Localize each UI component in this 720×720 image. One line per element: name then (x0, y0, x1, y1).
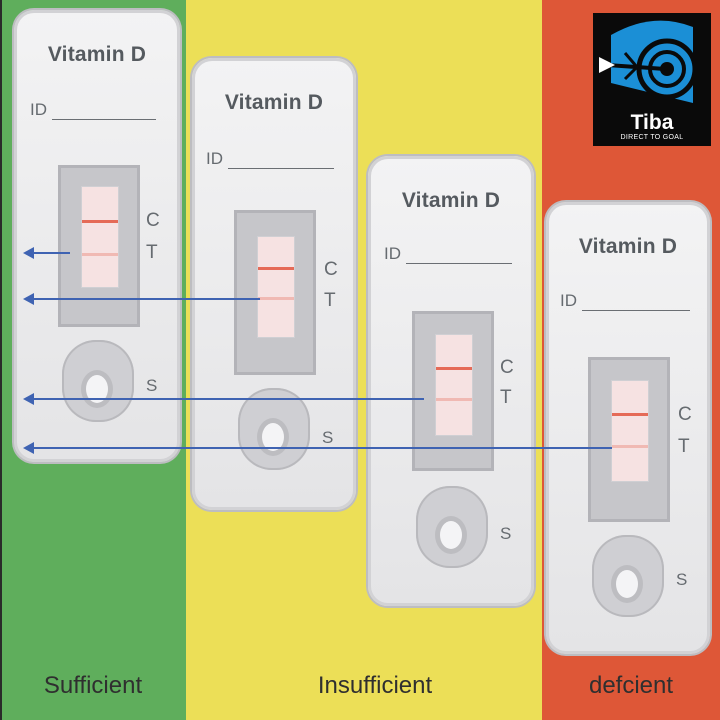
result-window (234, 210, 316, 375)
id-label: ID (560, 291, 577, 310)
test-line (82, 253, 118, 256)
id-line (406, 263, 512, 264)
test-cassette-2: Vitamin D ID C T S (192, 58, 356, 510)
c-label: C (146, 210, 160, 231)
label-sufficient: Sufficient (43, 672, 143, 699)
sample-well (238, 388, 310, 470)
logo-tagline: DIRECT TO GOAL (620, 134, 684, 141)
result-window (412, 311, 494, 471)
control-line (436, 367, 472, 370)
sample-well (62, 340, 134, 422)
test-cassette-1: Vitamin D ID C T S (14, 10, 180, 462)
t-label: T (146, 242, 158, 263)
cassette-title: Vitamin D (47, 43, 147, 66)
t-label: T (500, 387, 512, 408)
test-strip (258, 237, 294, 337)
sample-hole (86, 375, 108, 403)
arrow-head-icon (23, 442, 34, 454)
test-strip (612, 381, 648, 481)
left-edge-line (0, 0, 2, 720)
test-line (612, 445, 648, 448)
s-label: S (322, 428, 334, 447)
sample-hole (440, 521, 462, 549)
result-window (588, 357, 670, 522)
test-line-arrow-1 (23, 247, 70, 259)
id-line (582, 310, 690, 311)
label-deficient: defcient (588, 672, 674, 699)
cassette-title: Vitamin D (401, 189, 501, 212)
arrow-head-icon (23, 247, 34, 259)
test-cassette-3: Vitamin D ID C T S (368, 156, 534, 606)
s-label: S (500, 524, 512, 543)
cassette-title: Vitamin D (578, 235, 678, 258)
t-label: T (678, 436, 690, 457)
test-cassette-4: Vitamin D ID C T S (546, 202, 710, 654)
test-line-arrow-2 (23, 293, 260, 305)
t-label: T (324, 290, 336, 311)
test-line-arrow-3 (23, 393, 424, 405)
target-arrow-icon (599, 20, 698, 103)
result-window (58, 165, 140, 327)
c-label: C (678, 404, 692, 425)
s-label: S (146, 376, 158, 395)
id-label: ID (30, 100, 47, 119)
cassette-title: Vitamin D (224, 91, 324, 114)
id-line (52, 119, 156, 120)
c-label: C (324, 259, 338, 280)
c-label: C (500, 357, 514, 378)
logo-brand: Tiba (630, 111, 674, 134)
label-insufficient: Insufficient (317, 672, 433, 699)
sample-hole (262, 423, 284, 451)
s-label: S (676, 570, 688, 589)
arrow-head-icon (23, 393, 34, 405)
id-label: ID (384, 244, 401, 263)
tiba-logo: Tiba DIRECT TO GOAL (593, 13, 711, 146)
test-line (436, 398, 472, 401)
test-strip (82, 187, 118, 287)
sample-hole (616, 570, 638, 598)
id-label: ID (206, 149, 223, 168)
control-line (82, 220, 118, 223)
id-line (228, 168, 334, 169)
sample-well (416, 486, 488, 568)
sample-well (592, 535, 664, 617)
arrow-head-icon (23, 293, 34, 305)
test-line-arrow-4 (23, 442, 612, 454)
test-strip (436, 335, 472, 435)
control-line (258, 267, 294, 270)
test-line (258, 297, 294, 300)
control-line (612, 413, 648, 416)
